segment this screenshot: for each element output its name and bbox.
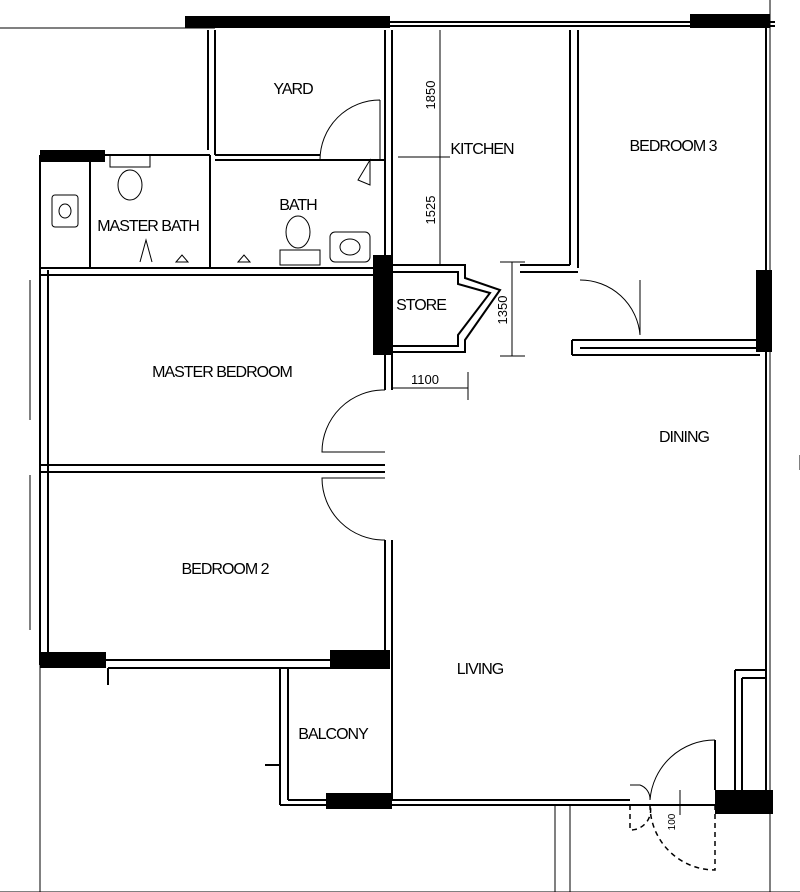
room-label-balcony: BALCONY [298, 726, 369, 743]
room-label-yard: YARD [273, 81, 313, 98]
room-label-kitchen: KITCHEN [450, 141, 514, 158]
dimension-store-depth: 1350 [495, 296, 510, 325]
room-label-dining: DINING [659, 429, 710, 446]
dimension-entrance: 100 [667, 813, 678, 830]
room-label-master-bath: MASTER BATH [97, 218, 199, 235]
room-labels: YARD KITCHEN BEDROOM 3 BATH MASTER BATH … [97, 81, 718, 743]
room-label-bath: BATH [279, 197, 317, 214]
columns [40, 14, 773, 814]
dimension-kitchen-upper: 1850 [423, 81, 438, 110]
room-label-bedroom-3: BEDROOM 3 [629, 138, 717, 155]
room-label-bedroom-2: BEDROOM 2 [181, 561, 269, 578]
dimension-store-width: 1100 [411, 372, 439, 387]
room-label-store: STORE [396, 297, 446, 314]
room-label-master-bedroom: MASTER BEDROOM [152, 364, 292, 381]
room-label-living: LIVING [457, 661, 504, 678]
dimensions: 1850 1525 1350 1100 100 [392, 30, 681, 830]
dimension-kitchen-lower: 1525 [423, 196, 438, 225]
fixtures [51, 154, 371, 266]
doors [319, 99, 716, 871]
interior-walls [40, 30, 760, 800]
